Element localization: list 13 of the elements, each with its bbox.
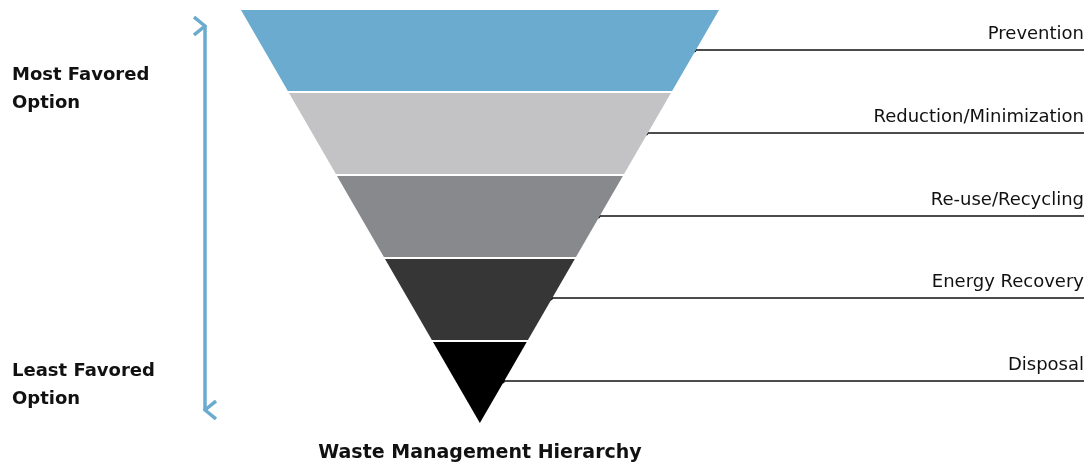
side-label: Most Favored Option [12, 62, 151, 114]
tier-label: Re-use/Recycling [930, 188, 1084, 210]
tier-label: Energy Recovery [931, 270, 1084, 292]
pyramid-tier [241, 10, 719, 91]
tier-label: Prevention [987, 22, 1084, 44]
caption: Waste Management Hierarchy [317, 440, 643, 462]
side-label: Least Favored Option [12, 358, 156, 410]
tier-label: Reduction/Minimization [873, 105, 1084, 127]
tier-label: Disposal [1007, 353, 1084, 375]
pyramid-tier [385, 259, 575, 340]
pyramid-tier [337, 176, 623, 257]
pyramid-tier [433, 342, 527, 423]
pyramid-tier [289, 93, 671, 174]
